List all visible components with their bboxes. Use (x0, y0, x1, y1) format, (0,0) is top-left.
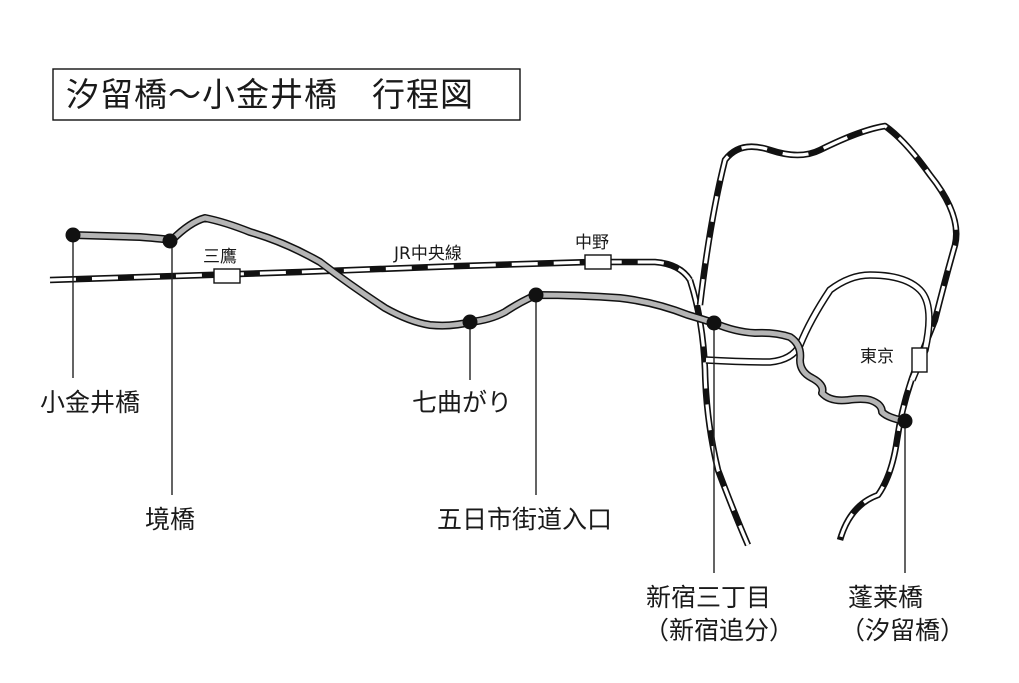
point-horai-dot (897, 413, 913, 429)
line-label-jr-chuo: JR中央線 (393, 244, 462, 264)
point-sakai-dot (162, 233, 178, 249)
label-itsukaichi-entrance: 五日市街道入口 (437, 505, 612, 534)
station-box-tokyo (911, 347, 928, 373)
point-itsukaichi-dot (528, 287, 544, 303)
label-koganei-bridge: 小金井橋 (40, 388, 140, 417)
station-box-nakano (584, 254, 612, 270)
label-shiodome-bridge: （汐留橋） (840, 616, 965, 645)
station-label-tokyo: 東京 (860, 347, 894, 367)
central-rail (705, 271, 933, 382)
label-nanamagari: 七曲がり (412, 388, 512, 417)
point-shinjuku-dot (706, 315, 722, 331)
label-shinjuku-3chome: 新宿三丁目 (646, 583, 771, 612)
walking-route (69, 214, 909, 425)
station-box-mitaka (213, 268, 241, 284)
jr-chuo-line (49, 258, 693, 284)
loop-rail (696, 122, 960, 541)
label-horai-bridge: 蓬莱橋 (848, 583, 923, 612)
label-shinjuku-oiwake: （新宿追分） (644, 616, 794, 645)
point-nanamagari-dot (462, 314, 478, 330)
station-label-nakano: 中野 (575, 233, 609, 253)
point-koganei-dot (65, 227, 81, 243)
map-title: 汐留橋〜小金井橋 行程図 (66, 75, 474, 114)
label-sakai-bridge: 境橋 (145, 505, 195, 534)
station-label-mitaka: 三鷹 (203, 246, 237, 267)
title-box: 汐留橋〜小金井橋 行程図 (52, 68, 521, 121)
